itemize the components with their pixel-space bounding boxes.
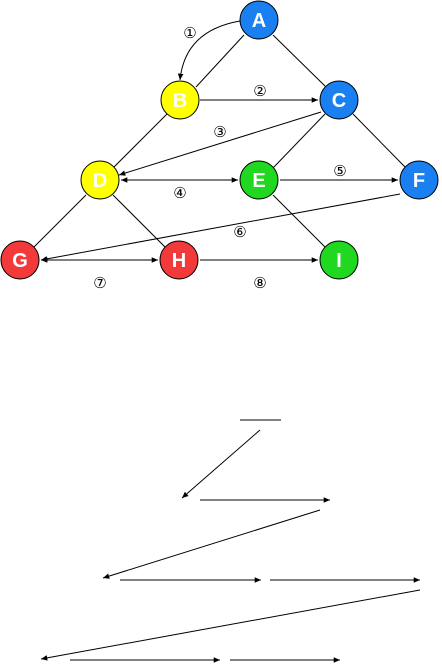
node-e-circle xyxy=(239,160,279,200)
node-h: H xyxy=(159,240,199,280)
node-d-circle xyxy=(80,160,120,200)
edge-d-g xyxy=(32,194,87,249)
step-label-2: ② xyxy=(253,82,266,100)
node-c-circle xyxy=(319,80,359,120)
step-labels: ① ② ③ ④ ⑤ ⑥ ⑦ ⑧ xyxy=(93,24,346,292)
sketch-arrow-6 xyxy=(40,589,421,661)
step-label-4: ④ xyxy=(173,184,186,202)
node-h-label: H xyxy=(172,250,186,272)
sketch-arrow-1 xyxy=(181,429,261,499)
node-g-circle xyxy=(0,240,40,280)
node-f-circle xyxy=(399,160,439,200)
edge-c-e xyxy=(272,113,326,169)
node-g-label: G xyxy=(12,250,28,272)
node-b-circle xyxy=(160,80,200,120)
node-a: A xyxy=(239,0,279,40)
graph-edges xyxy=(32,34,407,249)
node-b-label: B xyxy=(173,90,187,112)
node-i-circle xyxy=(319,240,359,280)
edge-d-h xyxy=(112,194,167,249)
arrow-f-to-g xyxy=(40,193,401,262)
node-d-label: D xyxy=(93,170,107,192)
node-f: F xyxy=(399,160,439,200)
edge-b-d xyxy=(112,113,168,169)
step-label-8: ⑧ xyxy=(253,274,266,292)
step-label-6: ⑥ xyxy=(233,223,246,241)
sketch-arrow-3 xyxy=(102,509,321,579)
edge-a-c xyxy=(272,34,327,88)
node-c: C xyxy=(319,80,359,120)
node-e: E xyxy=(239,160,279,200)
node-g: G xyxy=(0,240,40,280)
node-c-label: C xyxy=(332,90,346,112)
node-a-circle xyxy=(239,0,279,40)
node-e-label: E xyxy=(252,170,265,192)
arrow-a-to-b xyxy=(177,20,241,81)
edge-c-f xyxy=(352,113,407,169)
edge-e-i xyxy=(272,194,327,249)
node-i-label: I xyxy=(336,250,342,272)
traversal-sketch xyxy=(40,419,421,663)
node-i: I xyxy=(319,240,359,280)
node-d: D xyxy=(80,160,120,200)
node-h-circle xyxy=(159,240,199,280)
step-label-1: ① xyxy=(183,24,196,42)
step-label-5: ⑤ xyxy=(333,162,346,180)
step-label-3: ③ xyxy=(213,123,226,141)
traversal-arrows xyxy=(40,20,401,263)
node-f-label: F xyxy=(413,170,425,192)
step-label-7: ⑦ xyxy=(93,274,106,292)
arrow-c-to-d xyxy=(118,111,322,176)
graph-nodes: A B C D E F G H xyxy=(0,0,439,280)
node-a-label: A xyxy=(252,10,266,32)
node-b: B xyxy=(160,80,200,120)
edge-a-b xyxy=(195,34,245,88)
